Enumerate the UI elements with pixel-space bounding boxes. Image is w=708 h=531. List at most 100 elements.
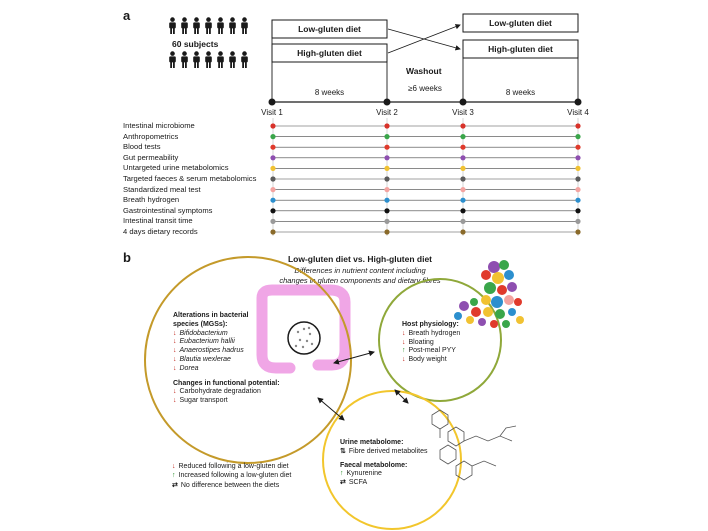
visit-dot	[575, 197, 581, 203]
measure-label: Untargeted urine metabolomics	[123, 163, 229, 173]
visit-dot	[460, 134, 466, 140]
functional-item: ↓Carbohydrate degradation	[173, 388, 280, 397]
faecal-heading: Faecal metabolome:	[340, 461, 408, 469]
legend-item: ↑Increased following a low-gluten diet	[172, 472, 291, 479]
host-item: ↓Body weight	[402, 356, 460, 365]
down-arrow-icon: ↓	[173, 355, 177, 363]
down-arrow-icon: ↓	[173, 338, 177, 346]
measure-label: Breath hydrogen	[123, 195, 180, 205]
metabolome-block: Urine metabolome: ⇅Fibre derived metabol…	[340, 439, 427, 488]
measure-label: Gastrointestinal symptoms	[123, 205, 213, 215]
measure-label: Blood tests	[123, 142, 161, 152]
visit-dot	[575, 134, 581, 140]
measure-label: Gut permeability	[123, 152, 179, 162]
bacteria-block: Alterations in bacterial species (MGSs):…	[173, 312, 280, 406]
visit-dot	[384, 176, 390, 182]
faecal-item: ↑Kynurenine	[340, 470, 427, 479]
visit-dot	[460, 176, 466, 182]
legend-item-text: No difference between the diets	[180, 482, 280, 489]
faecal-list: ↑Kynurenine⇄SCFA	[340, 470, 427, 488]
host-heading: Host physiology:	[402, 321, 459, 328]
faecal-item-text: SCFA	[348, 479, 368, 487]
host-circle	[378, 278, 502, 402]
up-down-arrow-icon: ⇅	[340, 447, 346, 455]
visit-dot	[270, 155, 276, 161]
host-item-text: Bloating	[408, 338, 434, 346]
diet-box-1-label: Low-gluten diet	[298, 24, 361, 34]
down-arrow-icon: ↓	[173, 329, 177, 337]
diet-box-3-label: Low-gluten diet	[489, 18, 552, 28]
diet-box-4-label: High-gluten diet	[488, 44, 553, 54]
bacteria-item: ↓Dorea	[173, 365, 280, 374]
measure-label: Standardized meal test	[123, 184, 201, 194]
visit-dot	[460, 144, 466, 150]
diet-box-3	[462, 13, 579, 33]
measure-rows	[270, 123, 581, 235]
down-arrow-icon: ↓	[402, 329, 406, 337]
down-arrow-icon: ↓	[172, 463, 176, 470]
down-arrow-icon: ↓	[173, 397, 177, 405]
legend-item: ⇄No difference between the diets	[172, 481, 279, 489]
visit-dot	[384, 208, 390, 214]
urine-heading: Urine metabolome:	[340, 439, 404, 446]
subject-icons-top	[168, 17, 252, 40]
faecal-item-text: Kynurenine	[346, 470, 382, 478]
period2-label: 8 weeks	[505, 88, 536, 97]
down-arrow-icon: ↓	[402, 338, 406, 346]
visit-dot	[270, 208, 276, 214]
panel-b-title: Low-gluten diet vs. High-gluten diet	[287, 254, 433, 264]
visit-dot	[384, 165, 390, 171]
host-item-text: Breath hydrogen	[408, 329, 461, 337]
down-arrow-icon: ↓	[402, 356, 406, 364]
visit-dot	[384, 197, 390, 203]
host-item-text: Body weight	[408, 356, 447, 364]
urine-item-text: Fibre derived metabolites	[348, 447, 428, 455]
visit-dot	[460, 218, 466, 224]
host-item: ↓Bloating	[402, 339, 460, 348]
visit-dot	[460, 197, 466, 203]
visit-dot	[575, 155, 581, 161]
period1-label: 8 weeks	[314, 88, 345, 97]
bacteria-item-text: Eubacterium hallii	[179, 338, 235, 346]
visit-dot	[460, 208, 466, 214]
up-arrow-icon: ↑	[402, 347, 406, 355]
functional-item-text: Sugar transport	[179, 397, 228, 405]
visit-dot	[575, 187, 581, 193]
host-item: ↓Breath hydrogen	[402, 330, 460, 339]
washout-duration-label: ≥6 weeks	[408, 84, 442, 93]
up-arrow-icon: ↑	[340, 470, 344, 478]
bacteria-item: ↓Eubacterium hallii	[173, 338, 280, 347]
no-change-arrow-icon: ⇄	[172, 482, 178, 489]
measure-label: Intestinal microbiome	[123, 121, 195, 130]
molecule-cluster-illustration	[454, 260, 524, 328]
bacteria-heading-1: Alterations in bacterial	[173, 312, 249, 319]
chemical-structure-illustration	[431, 409, 517, 481]
visit-dot	[270, 134, 276, 140]
panel-a-label: a	[123, 8, 131, 23]
visit-4-label: Visit 4	[567, 108, 589, 117]
visit-dot	[270, 123, 276, 129]
visit-dot	[384, 229, 390, 235]
functional-heading: Changes in functional potential:	[173, 379, 280, 387]
diet-box-4	[462, 39, 579, 59]
functional-item-text: Carbohydrate degradation	[179, 388, 261, 396]
visit-dot	[270, 187, 276, 193]
bacteria-item: ↓Anaerostipes hadrus	[173, 347, 280, 356]
visit-dot	[460, 155, 466, 161]
panel-b-label: b	[123, 250, 131, 265]
up-arrow-icon: ↑	[172, 472, 176, 479]
host-block: Host physiology: ↓Breath hydrogen↓Bloati…	[402, 321, 460, 365]
diet-box-2-label: High-gluten diet	[297, 48, 362, 58]
visit-dot	[575, 144, 581, 150]
visit-dot	[575, 208, 581, 214]
visit-dot	[270, 197, 276, 203]
people-icon	[169, 17, 248, 34]
bacteria-item-text: Blautia wexlerae	[179, 355, 231, 363]
visit-dot	[384, 218, 390, 224]
faecal-item: ⇄SCFA	[340, 479, 427, 488]
magnifier-icon	[287, 321, 321, 355]
bacteria-item-text: Dorea	[179, 364, 199, 372]
visit-dot	[270, 218, 276, 224]
legend-item-text: Increased following a low-gluten diet	[178, 472, 292, 479]
measure-label: Anthropometrics	[123, 131, 179, 141]
